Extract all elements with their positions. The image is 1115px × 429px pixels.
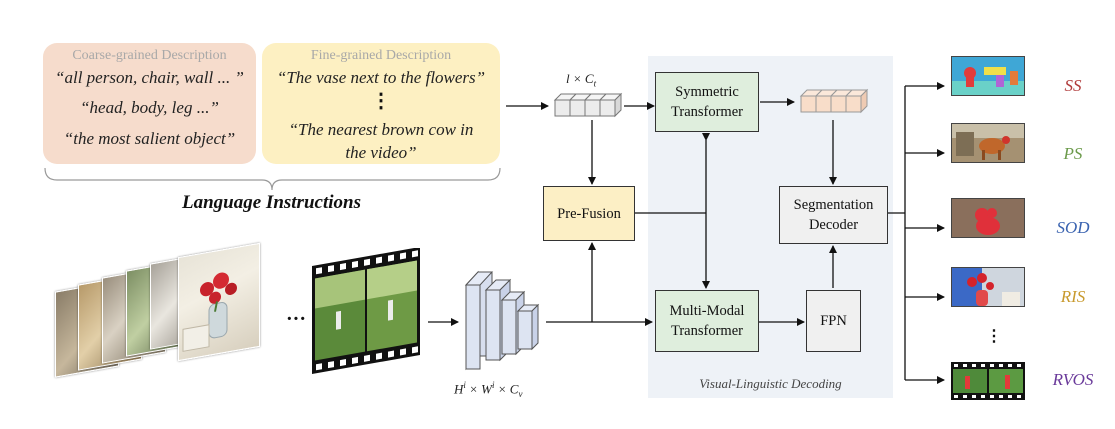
text-token-dim-label: l × Ct xyxy=(566,71,597,89)
symmetric-label-1: Symmetric xyxy=(675,84,739,100)
output-ellipsis: ⋮ xyxy=(986,328,1002,345)
task-label-ps: PS xyxy=(1063,144,1083,163)
visual-encoder xyxy=(464,270,540,371)
encoder-layer-3 xyxy=(501,299,517,355)
coarse-heading: Coarse-grained Description xyxy=(72,48,227,63)
token-cube-4 xyxy=(598,92,623,118)
flowers-vase-icon xyxy=(182,272,237,352)
input-ellipsis: ··· xyxy=(286,308,307,330)
task-label-sod: SOD xyxy=(1056,218,1090,237)
task-label-rvos: RVOS xyxy=(1052,370,1094,389)
coarse-line-2: “head, body, leg ...” xyxy=(80,98,219,117)
visual-feature-dim-label: Hi × Wi × Cv xyxy=(454,380,523,399)
language-brace xyxy=(44,167,501,191)
output-sod-thumbnail xyxy=(951,198,1025,238)
fine-line-3: the video” xyxy=(345,143,417,162)
language-instructions-title: Language Instructions xyxy=(182,192,361,213)
output-ris-thumbnail xyxy=(951,267,1025,307)
output-ss-thumbnail xyxy=(951,56,1025,96)
input-video-filmstrip xyxy=(312,248,420,374)
encoder-layer-2 xyxy=(485,289,501,361)
multimodal-label-2: Transformer xyxy=(671,323,743,339)
token-cube-1 xyxy=(553,93,578,117)
input-image-flowers xyxy=(178,242,260,362)
coarse-line-1: “all person, chair, wall ... ” xyxy=(55,68,244,87)
task-label-ss: SS xyxy=(1064,76,1082,95)
fine-grained-box: Fine-grained Description “The vase next … xyxy=(262,43,500,164)
task-label-ris: RIS xyxy=(1060,287,1086,306)
pre-fusion-block: Pre-Fusion xyxy=(543,186,635,241)
visual-linguistic-decoding-label: Visual-Linguistic Decoding xyxy=(699,376,842,391)
coarse-line-3: “the most salient object” xyxy=(63,129,236,148)
output-ps-thumbnail xyxy=(951,123,1025,163)
out-cube-4 xyxy=(844,88,869,114)
output-rvos-thumbnail xyxy=(951,362,1025,400)
fpn-block: FPN xyxy=(806,290,861,352)
symmetric-label-2: Transformer xyxy=(671,104,743,120)
fine-line-2: “The nearest brown cow in xyxy=(288,120,474,139)
output-token-cubes xyxy=(799,88,869,114)
encoder-layer-4 xyxy=(517,310,533,350)
text-token-cubes xyxy=(553,92,623,118)
token-cube-2 xyxy=(568,93,593,117)
fpn-label: FPN xyxy=(820,313,847,329)
fine-line-1: “The vase next to the flowers” xyxy=(276,68,486,87)
fine-heading: Fine-grained Description xyxy=(310,48,452,63)
multimodal-label-1: Multi-Modal xyxy=(669,303,745,319)
out-cube-1 xyxy=(799,89,824,113)
decoder-label-2: Decoder xyxy=(808,217,859,233)
coarse-grained-box: Coarse-grained Description “all person, … xyxy=(43,43,256,164)
decoder-label-1: Segmentation xyxy=(793,197,874,213)
prefusion-label: Pre-Fusion xyxy=(557,205,621,222)
